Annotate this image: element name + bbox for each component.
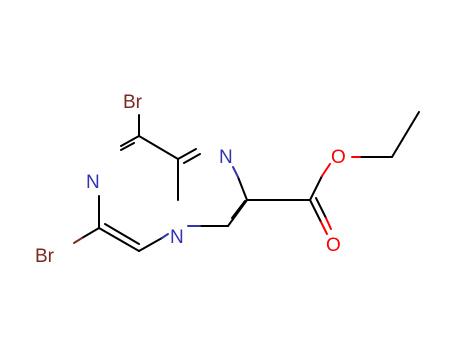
bond-c6-c5-inner xyxy=(104,223,140,245)
atom-o-carbonyl: O xyxy=(326,235,341,256)
atom-n-bridge: N xyxy=(170,227,184,248)
bond-c3-c2 xyxy=(227,199,248,227)
bond-o-ester-colored xyxy=(321,163,331,177)
bond-c6-br-colored xyxy=(73,237,83,244)
bond-c2-n1-colored xyxy=(232,166,239,178)
atom-labels: Br Br N N N O O xyxy=(35,92,346,267)
bond-c8-n7-inner xyxy=(120,142,135,151)
bond-c8a-n1 xyxy=(177,148,197,160)
bond-c3-c2-inner xyxy=(231,200,246,219)
bond-c2-n1 xyxy=(237,176,248,201)
bond-c8-c8a xyxy=(138,135,179,160)
atom-o-ester: O xyxy=(331,147,346,168)
bond-c6-br xyxy=(81,227,100,239)
bond-c5-n4 xyxy=(138,237,163,252)
bond-c8a-n1-inner xyxy=(183,153,201,164)
atom-n-ring5: N xyxy=(219,147,233,168)
bond-ccarb-o-colored xyxy=(320,221,328,235)
bonds xyxy=(81,111,420,252)
atom-br-top: Br xyxy=(123,92,143,113)
bond-c8-n7 xyxy=(120,135,140,147)
atom-br-left: Br xyxy=(35,246,55,267)
bond-ccarb-o-carbonyl xyxy=(309,199,322,223)
bond-ccarb-o-carbonyl-inner xyxy=(315,197,327,219)
bond-c6-c5 xyxy=(98,227,140,252)
atom-n-ring6: N xyxy=(86,172,100,193)
bond-ccarb-o-ester xyxy=(309,175,323,201)
bond-ch2-ch3 xyxy=(391,111,420,158)
heteroatom-bond-segments xyxy=(73,156,361,244)
bond-ccarb-o-colored-inner xyxy=(325,217,332,230)
bond-c5-n4-colored xyxy=(161,233,169,239)
